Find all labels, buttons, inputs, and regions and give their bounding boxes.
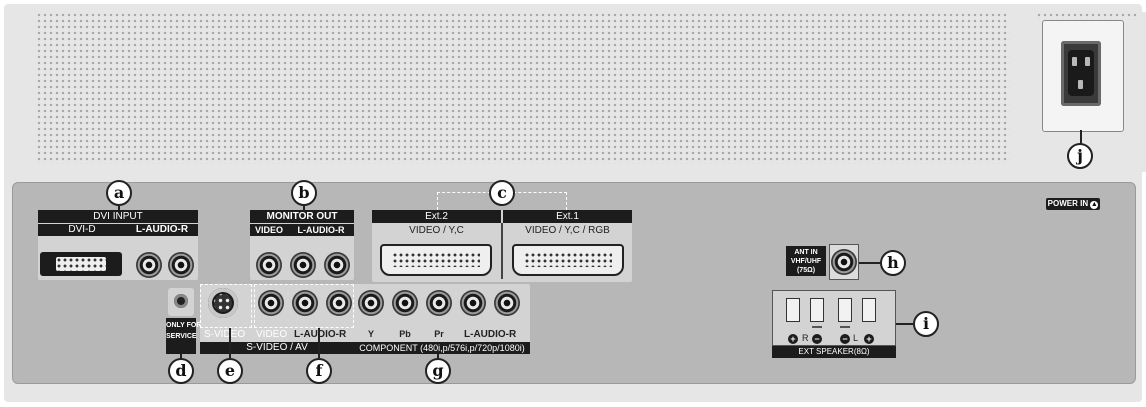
component-pb-jack[interactable] bbox=[392, 290, 418, 316]
antenna-label-line1: ANT IN bbox=[794, 249, 818, 256]
callout-c: c bbox=[489, 180, 515, 206]
power-arrow-icon: ▲ bbox=[1090, 201, 1099, 209]
av-audio-l-jack[interactable] bbox=[292, 290, 318, 316]
callout-leader bbox=[896, 323, 914, 325]
monitor-out-video-jack[interactable] bbox=[256, 252, 282, 278]
callout-a: a bbox=[106, 180, 132, 206]
av-audio-label: L-AUDIO-R bbox=[294, 329, 347, 340]
power-pin bbox=[1085, 57, 1090, 66]
speaker-plus-icon: + bbox=[788, 334, 798, 344]
component-pb-label: Pb bbox=[399, 329, 411, 339]
callout-i: i bbox=[913, 311, 939, 337]
scart-ext2-pins bbox=[392, 252, 480, 267]
av-audio-r-jack[interactable] bbox=[326, 290, 352, 316]
av-footer: S-VIDEO / AV bbox=[200, 342, 354, 354]
component-y-jack[interactable] bbox=[358, 290, 384, 316]
component-y-label: Y bbox=[367, 329, 374, 339]
ventilation-grille bbox=[36, 12, 1036, 164]
speaker-plus-icon: + bbox=[864, 334, 874, 344]
speaker-dash bbox=[812, 326, 822, 328]
dvi-audio-l-jack[interactable] bbox=[136, 252, 162, 278]
speaker-r-label: R bbox=[802, 333, 809, 343]
power-socket-housing bbox=[1042, 20, 1124, 132]
av-bracket bbox=[254, 284, 354, 328]
ext2-sub: VIDEO / Y,C bbox=[409, 225, 464, 236]
component-pr-label: Pr bbox=[434, 329, 444, 339]
callout-leader bbox=[180, 354, 182, 360]
callout-h: h bbox=[880, 250, 906, 276]
callout-leader bbox=[118, 204, 120, 210]
power-pin bbox=[1072, 57, 1077, 66]
speaker-terminal-icon[interactable] bbox=[786, 298, 800, 322]
monitor-out-sub-bar bbox=[250, 224, 354, 236]
callout-leader bbox=[318, 328, 320, 358]
dvi-d-label: DVI-D bbox=[68, 224, 96, 235]
power-pin bbox=[1078, 80, 1083, 89]
monitor-out-video-label: VIDEO bbox=[254, 225, 283, 235]
monitor-out-audio-label: L-AUDIO-R bbox=[297, 225, 345, 235]
service-label-line2: SERVICE bbox=[166, 333, 197, 340]
dvi-audio-label: L-AUDIO-R bbox=[135, 224, 189, 235]
av-video-label: VIDEO bbox=[256, 329, 288, 340]
antenna-label-line2: VHF/UHF bbox=[790, 258, 822, 265]
speaker-dash bbox=[840, 326, 850, 328]
s-video-pins bbox=[214, 294, 232, 312]
callout-j: j bbox=[1067, 143, 1093, 169]
antenna-coax-icon[interactable] bbox=[831, 249, 857, 275]
scart-divider bbox=[501, 223, 503, 279]
component-audio-label: L-AUDIO-R bbox=[464, 329, 517, 340]
monitor-out-header: MONITOR OUT bbox=[250, 210, 354, 223]
callout-leader bbox=[1080, 130, 1082, 144]
service-label-line1: ONLY FOR bbox=[166, 322, 202, 329]
ext1-sub: VIDEO / Y,C / RGB bbox=[525, 225, 610, 236]
callout-f: f bbox=[306, 358, 332, 384]
speaker-l-label: L bbox=[853, 333, 859, 343]
service-label: ONLY FOR SERVICE bbox=[166, 318, 202, 354]
speaker-terminal-icon[interactable] bbox=[810, 298, 824, 322]
service-jack-icon[interactable] bbox=[174, 294, 188, 308]
component-audio-l-jack[interactable] bbox=[460, 290, 486, 316]
speaker-minus-icon: − bbox=[840, 334, 850, 344]
callout-g: g bbox=[425, 358, 451, 384]
power-in-label: POWER IN ▲ bbox=[1046, 198, 1100, 210]
callout-leader bbox=[859, 262, 881, 264]
callout-b: b bbox=[291, 180, 317, 206]
callout-leader bbox=[229, 328, 231, 358]
scart-ext1-pins bbox=[524, 252, 612, 267]
av-video-jack[interactable] bbox=[258, 290, 284, 316]
s-video-bracket bbox=[200, 284, 252, 328]
power-in-text: POWER IN bbox=[1047, 199, 1089, 208]
antenna-label-line3: (75Ω) bbox=[796, 267, 816, 274]
callout-e: e bbox=[217, 358, 243, 384]
dvi-sub-bar bbox=[38, 224, 198, 236]
callout-d: d bbox=[168, 358, 194, 384]
component-pr-jack[interactable] bbox=[426, 290, 452, 316]
antenna-label: ANT IN VHF/UHF (75Ω) bbox=[786, 246, 826, 276]
speaker-minus-icon: − bbox=[812, 334, 822, 344]
dvi-input-header: DVI INPUT bbox=[38, 210, 198, 223]
callout-leader bbox=[303, 204, 305, 210]
ventilation-grille-top bbox=[1036, 12, 1136, 20]
ext1-header: Ext.1 bbox=[503, 210, 632, 223]
monitor-out-audio-l-jack[interactable] bbox=[290, 252, 316, 278]
component-footer: COMPONENT (480i,p/576i,p/720p/1080i) bbox=[354, 342, 530, 354]
ext2-header: Ext.2 bbox=[372, 210, 501, 223]
speaker-terminal-icon[interactable] bbox=[838, 298, 852, 322]
callout-leader bbox=[437, 354, 439, 360]
dvi-port-pins bbox=[56, 257, 106, 271]
speaker-terminal-icon[interactable] bbox=[862, 298, 876, 322]
dvi-audio-r-jack[interactable] bbox=[168, 252, 194, 278]
speaker-footer: EXT SPEAKER(8Ω) bbox=[772, 346, 896, 358]
s-video-label: S-VIDEO bbox=[204, 329, 246, 340]
component-audio-r-jack[interactable] bbox=[494, 290, 520, 316]
monitor-out-audio-r-jack[interactable] bbox=[324, 252, 350, 278]
